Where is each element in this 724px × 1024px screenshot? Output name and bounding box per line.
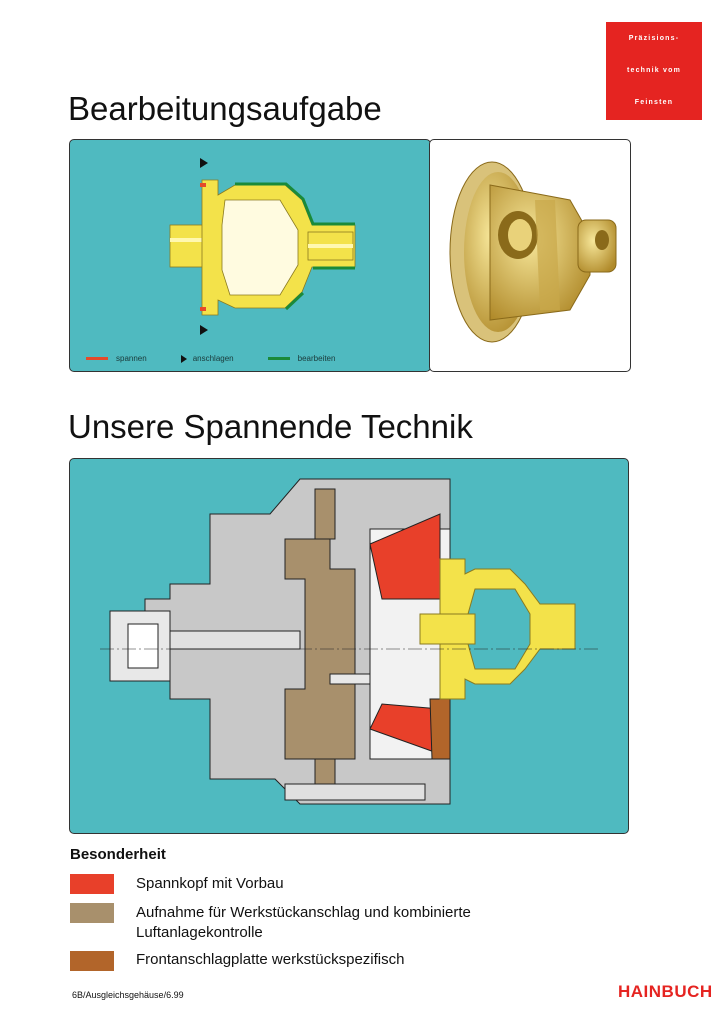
section-title: Unsere Spannende Technik <box>68 408 473 445</box>
tan-swatch <box>70 903 114 923</box>
tagline-line-2: technik vom <box>626 67 682 74</box>
hainbuch-logo: HAINBUCH <box>618 982 713 1001</box>
legend-item-label: Frontanschlagplatte werkstückspezifisch <box>136 951 405 968</box>
document-code: 6B/Ausgleichsgehäuse/6.99 <box>72 990 184 1000</box>
tagline-line-3: Feinsten <box>634 99 674 106</box>
page-title: Bearbeitungsaufgabe <box>68 90 382 127</box>
workpiece-section-drawing <box>169 158 356 335</box>
legend-machine: bearbeiten <box>297 354 336 363</box>
legend-item-label: Aufnahme für Werkstückanschlag und kombi… <box>136 904 471 921</box>
legend-item-clamping-head: Spannkopf mit Vorbau <box>70 873 284 894</box>
stop-arrow-icon <box>180 354 187 363</box>
legend-clamp: spannen <box>116 354 147 363</box>
part-render-panel <box>429 139 631 372</box>
clamp-swatch <box>86 357 108 360</box>
legend-item-label: Spannkopf mit Vorbau <box>136 875 284 892</box>
legend-item-stop-holder: Aufnahme für Werkstückanschlag und kombi… <box>70 902 471 941</box>
legend-item-label-cont: Luftanlagekontrolle <box>136 924 263 941</box>
tagline-line-1: Präzisions- <box>628 35 680 42</box>
legend-item-front-plate: Frontanschlagplatte werkstückspezifisch <box>70 950 404 971</box>
brand-tagline-box: Präzisions- technik vom Feinsten <box>606 22 702 120</box>
chuck-section-panel <box>69 458 629 834</box>
special-features-title: Besonderheit <box>70 846 166 863</box>
task-legend: spannen anschlagen bearbeiten <box>86 354 335 363</box>
part-3d-render <box>449 161 617 343</box>
red-swatch <box>70 874 114 894</box>
chuck-cross-section-drawing <box>100 478 600 805</box>
machine-swatch <box>267 357 290 360</box>
brown-swatch <box>70 951 114 971</box>
legend-stop: anschlagen <box>192 354 234 363</box>
task-diagram-panel: spannen anschlagen bearbeiten <box>69 139 431 372</box>
